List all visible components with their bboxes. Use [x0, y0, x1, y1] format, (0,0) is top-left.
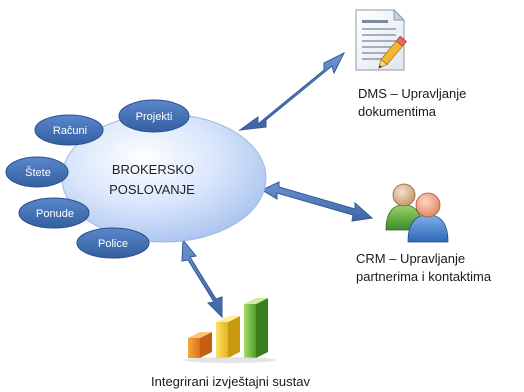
- pill-racuni-label: Računi: [53, 125, 87, 137]
- arrow-to-crm: [260, 181, 374, 222]
- center-label-line2: POSLOVANJE: [109, 182, 195, 197]
- pill-projekti-label: Projekti: [136, 111, 173, 123]
- pill-ponude: Ponude: [18, 197, 90, 229]
- users-icon: [385, 183, 449, 243]
- pill-ponude-label: Ponude: [36, 208, 74, 220]
- arrow-to-dms: [238, 51, 346, 131]
- center-label-line1: BROKERSKO: [112, 162, 194, 177]
- pill-police: Police: [76, 227, 150, 259]
- dms-caption: DMS – Upravljanje dokumentima: [358, 85, 466, 121]
- pill-stete: Štete: [5, 156, 69, 188]
- reporting-caption: Integrirani izvještajni sustav: [151, 373, 310, 391]
- pill-projekti: Projekti: [118, 99, 190, 133]
- crm-caption-line2: partnerima i kontaktima: [356, 269, 492, 284]
- bar-chart-icon: [184, 298, 276, 363]
- dms-caption-line1: DMS – Upravljanje: [358, 86, 467, 101]
- document-edit-icon: [355, 8, 407, 71]
- dms-caption-line2: dokumentima: [358, 104, 437, 119]
- crm-caption: CRM – Upravljanje partnerima i kontaktim…: [356, 250, 491, 286]
- pill-stete-label: Štete: [25, 166, 51, 179]
- pill-racuni: Računi: [34, 114, 104, 146]
- pill-police-label: Police: [98, 238, 128, 250]
- arrow-to-reporting: [181, 238, 223, 319]
- crm-caption-line1: CRM – Upravljanje: [356, 251, 466, 266]
- reporting-caption-line1: Integrirani izvještajni sustav: [151, 374, 310, 389]
